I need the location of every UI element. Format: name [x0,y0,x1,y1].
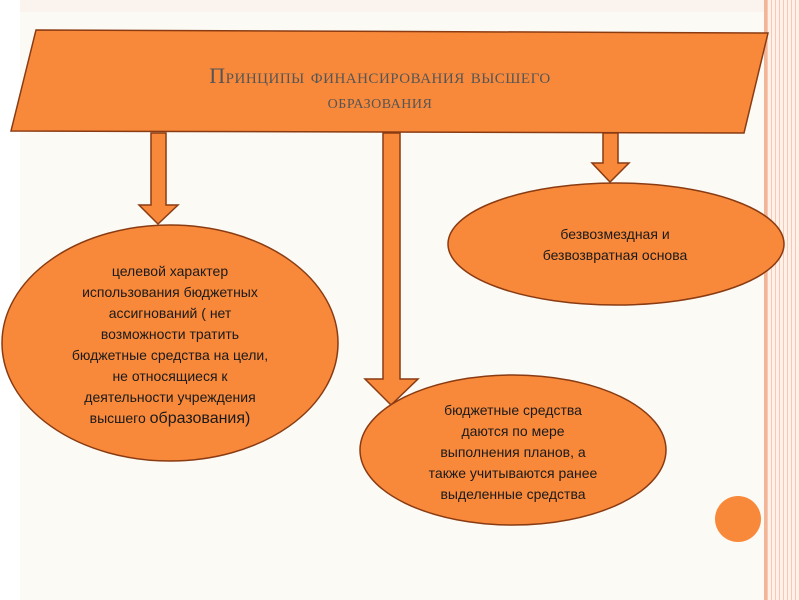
node-right-text: безвозмездная и безвозвратная основа [542,226,688,263]
node-right-ellipse [447,182,785,306]
decor-circle [715,496,761,542]
title-line-2: образования [327,91,433,113]
title-banner [10,29,769,134]
node-left-text-tail: образования) [149,410,251,427]
slide-frame-right [764,0,800,600]
slide-frame-top [20,0,764,12]
node-left-text: целевой характер использования бюджетных… [30,250,310,440]
title-line-1: Принципы финансирования высшего [209,63,551,88]
node-middle-ellipse [359,374,667,526]
slide-frame-left [0,0,20,600]
node-left-ellipse [1,224,339,462]
diagram-title: Принципы финансирования высшего образова… [60,62,700,114]
node-left-text-main: целевой характер использования бюджетных… [71,263,269,426]
arrow-to-left-node [137,132,180,226]
arrow-to-middle-node [363,132,420,407]
node-middle-text: бюджетные средства даются по мере выполн… [428,401,598,502]
arrow-to-right-node [590,132,631,184]
